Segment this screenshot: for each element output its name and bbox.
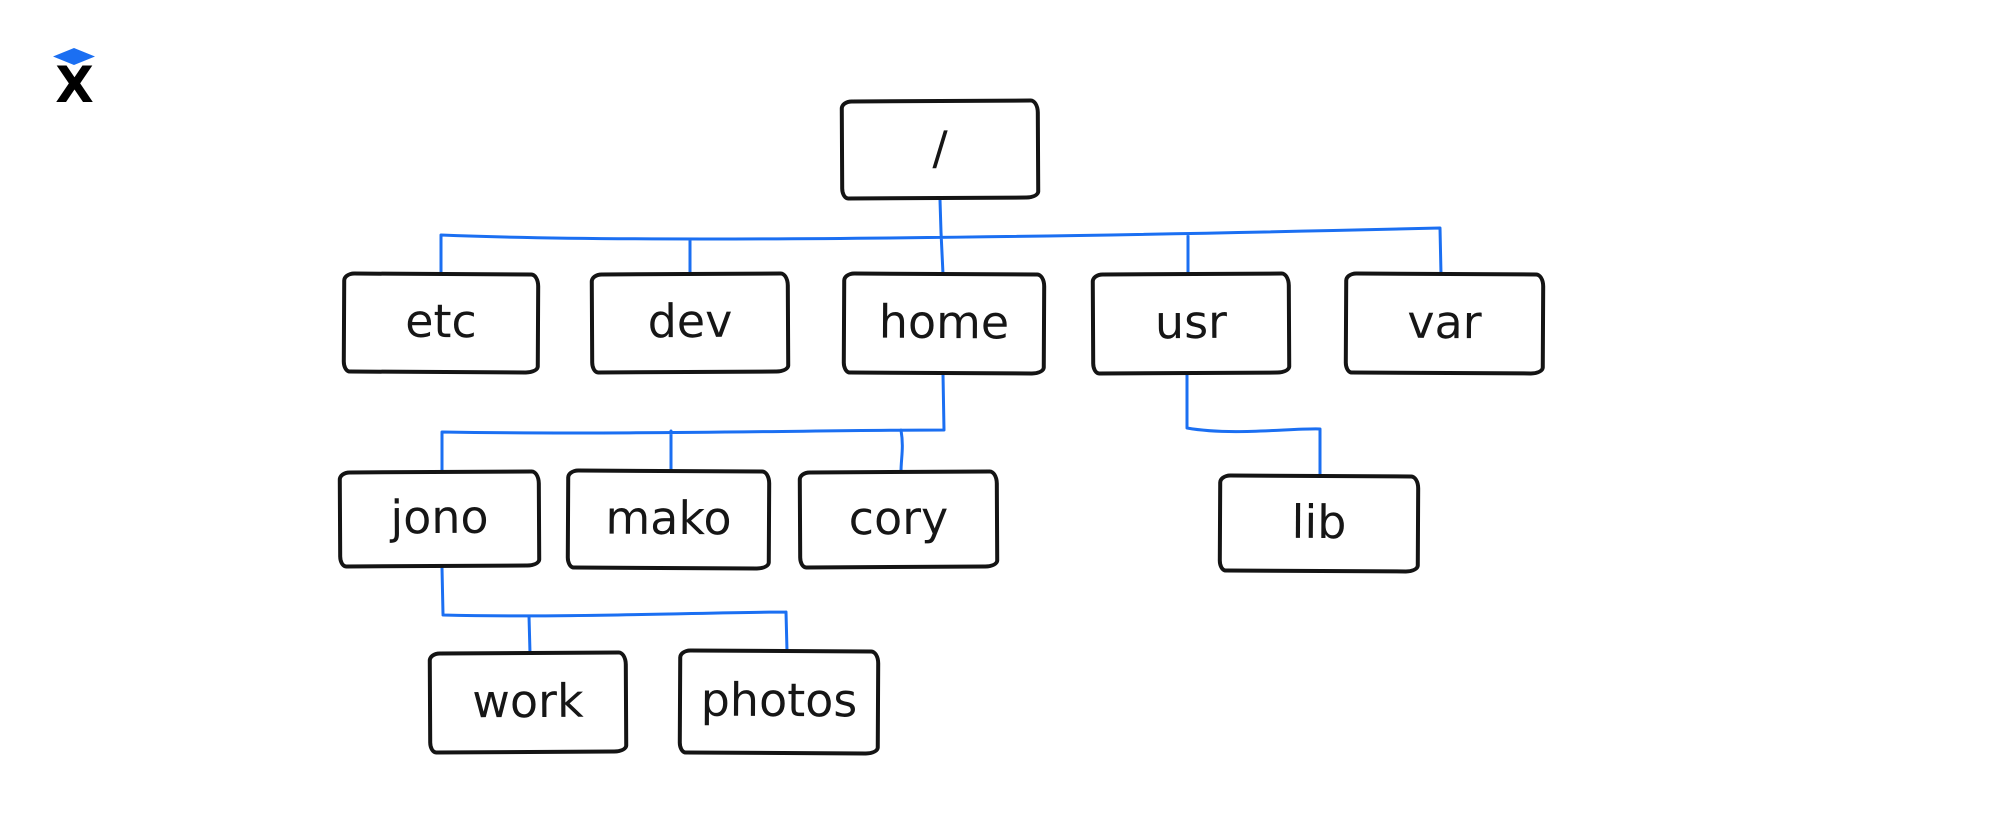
tree-node-home: home [841,271,1047,376]
connector-root-children [439,198,1443,276]
tree-node-label: lib [1291,494,1347,549]
tree-node-photos: photos [677,648,881,756]
connector-usr-children [1185,372,1322,478]
logo-letter: X [55,56,94,114]
tree-node-usr: usr [1090,271,1292,376]
tree-node-label: dev [647,293,733,349]
tree-node-label: / [932,120,948,175]
logo-diamond-icon [53,48,95,65]
tree-node-label: home [878,294,1010,349]
tree-node-label: jono [390,489,489,545]
tree-node-label: var [1407,294,1482,349]
tree-node-label: work [472,673,584,728]
tree-node-lib: lib [1217,473,1421,574]
tree-node-dev: dev [589,271,791,375]
tree-node-label: etc [405,293,477,349]
tree-node-root: / [839,98,1041,201]
tree-node-jono: jono [337,469,542,569]
connector-jono-children [440,566,789,655]
tree-node-work: work [427,650,629,755]
tree-node-label: cory [848,490,949,545]
tree-node-label: photos [700,672,858,728]
tree-node-etc: etc [341,271,541,375]
tree-node-mako: mako [565,468,772,571]
tree-node-cory: cory [797,469,1000,570]
brand-logo[interactable]: X [51,48,97,114]
tree-node-label: mako [605,490,732,545]
tree-node-label: usr [1154,294,1228,349]
connector-home-children [440,372,946,474]
tree-node-var: var [1343,271,1546,376]
